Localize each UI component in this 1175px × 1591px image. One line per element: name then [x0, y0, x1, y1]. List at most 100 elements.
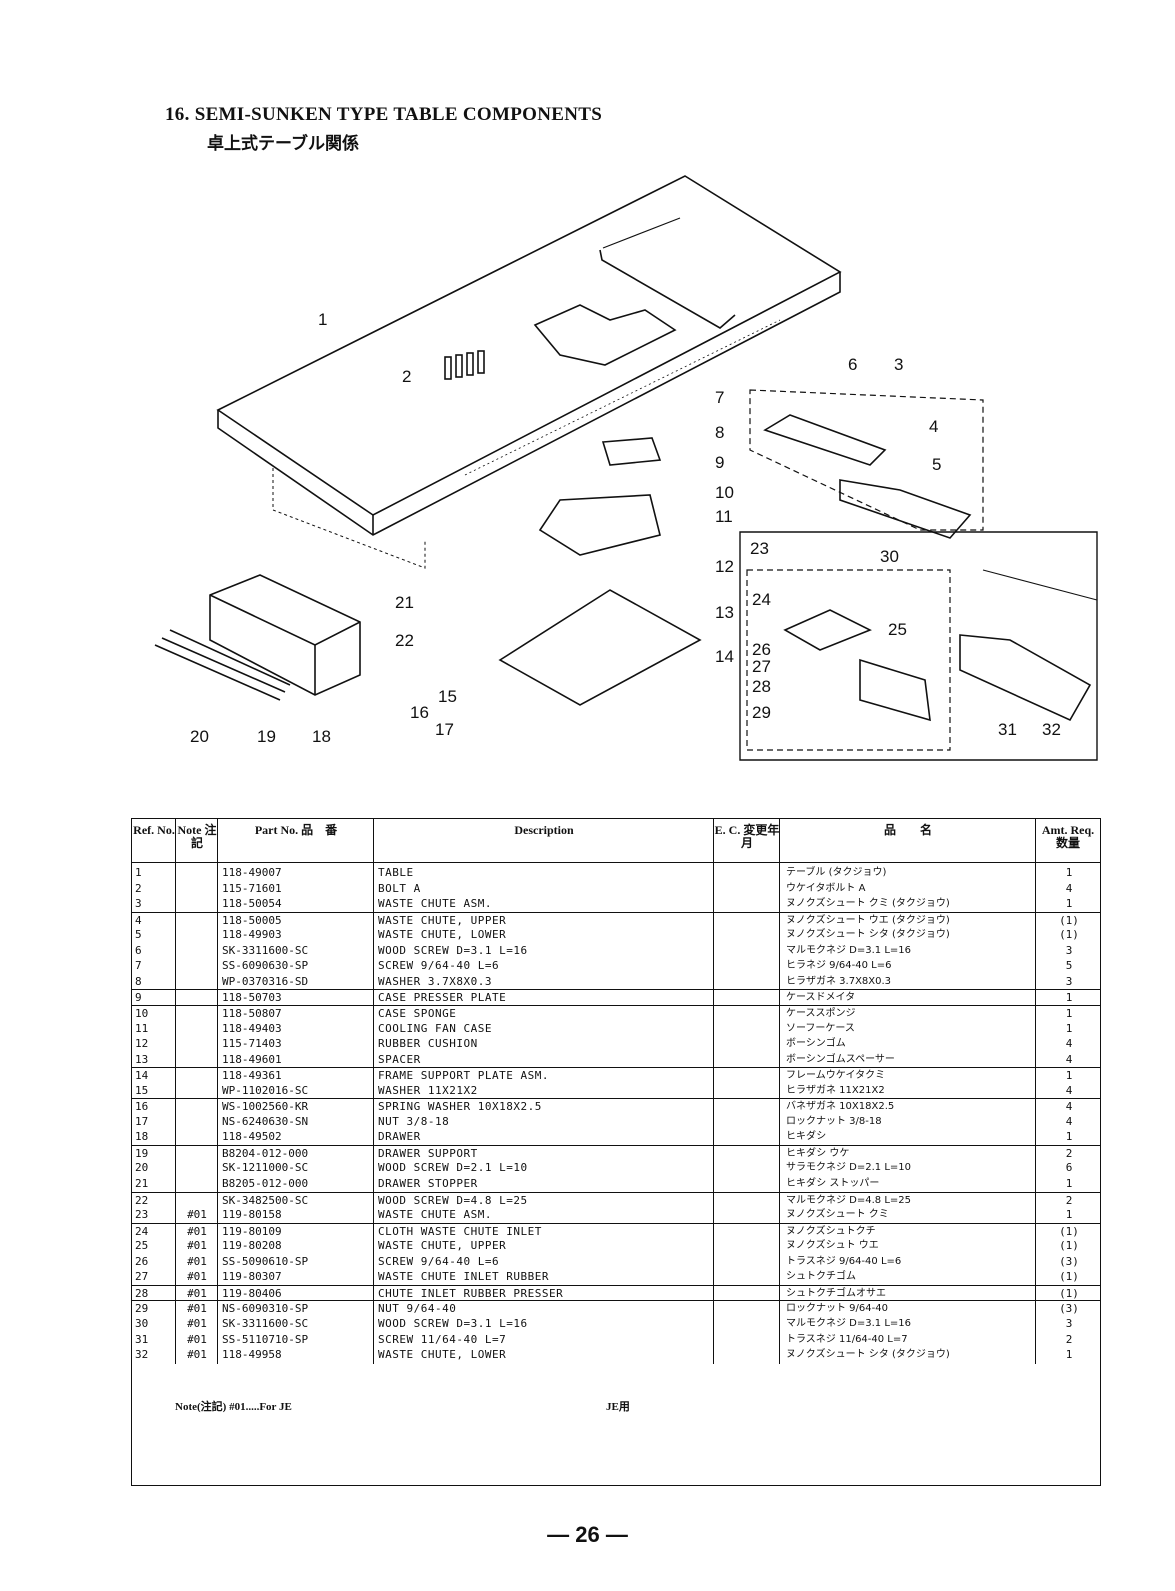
description-cell: WASHER 11X21X2: [378, 1083, 478, 1097]
description-cell: SPACER: [378, 1052, 421, 1066]
part-number-cell: SS-5090610-SP: [222, 1254, 309, 1268]
bolt-group: [444, 350, 485, 380]
amount-cell: 4: [1065, 1052, 1073, 1066]
japanese-name-cell: フレームウケイタクミ: [786, 1070, 886, 1082]
amount-cell: 3: [1065, 974, 1073, 988]
japanese-name-cell: トラスネジ 9/64-40 L=6: [786, 1255, 902, 1267]
page-title: 16. SEMI-SUNKEN TYPE TABLE COMPONENTS: [165, 104, 603, 125]
callout-18: 18: [312, 727, 331, 746]
description-cell: WASTE CHUTE, UPPER: [378, 1239, 507, 1253]
footnote: Note(注記) #01.....For JE: [175, 1401, 292, 1413]
drawer: [209, 574, 361, 696]
part-number-cell: 118-50703: [222, 991, 282, 1005]
part-number-cell: 115-71601: [222, 881, 282, 895]
part-number-cell: B8205-012-000: [222, 1177, 309, 1190]
japanese-name-cell: ヒラザガネ 11X21X2: [786, 1084, 885, 1096]
japanese-name-cell: マルモクネジ D=4.8 L=25: [786, 1194, 912, 1206]
amount-cell: (1): [1059, 1286, 1079, 1300]
description-cell: FRAME SUPPORT PLATE ASM.: [378, 1069, 549, 1083]
ref-cell: 16: [135, 1100, 149, 1114]
callout-17: 17: [435, 720, 454, 739]
header-japanese-name: 品 名: [780, 819, 1036, 863]
callout-31: 31: [998, 720, 1017, 739]
amount-cell: (1): [1059, 1239, 1079, 1253]
callout-23: 23: [750, 539, 769, 558]
callout-16: 16: [410, 703, 429, 722]
ref-cell: 28: [135, 1286, 149, 1300]
ref-cell: 26: [135, 1254, 149, 1268]
japanese-name-cell: ヌノクズシュトクチ: [786, 1225, 876, 1237]
amount-cell: (1): [1059, 928, 1079, 942]
part-number-cell: 118-49361: [222, 1069, 282, 1083]
ref-cell: 29: [135, 1302, 149, 1316]
amount-cell: 1: [1065, 1006, 1073, 1020]
part-number-cell: 119-80406: [222, 1286, 282, 1300]
amount-cell: 3: [1065, 943, 1073, 957]
part-number-cell: 118-50807: [222, 1006, 282, 1020]
description-cell: WOOD SCREW D=4.8 L=25: [378, 1193, 528, 1207]
part-number-cell: SK-1211000-SC: [222, 1161, 309, 1175]
ref-cell: 1: [135, 866, 142, 879]
amount-cell: (3): [1059, 1254, 1079, 1268]
japanese-name-cell: ヌノクズシュト ウエ: [786, 1240, 879, 1252]
description-cell: CHUTE INLET RUBBER PRESSER: [378, 1286, 564, 1300]
page-number: — 26 —: [547, 1522, 628, 1547]
description-cell: NUT 9/64-40: [378, 1302, 457, 1316]
description-cell: WASTE CHUTE, UPPER: [378, 913, 507, 927]
amount-cell: 6: [1065, 1161, 1073, 1175]
callout-25: 25: [888, 620, 907, 639]
part-number-cell: SK-3482500-SC: [222, 1193, 309, 1207]
part-number-cell: WP-1102016-SC: [222, 1083, 309, 1097]
table-top: [216, 175, 842, 516]
part-number-cell: 118-49403: [222, 1021, 282, 1035]
callout-28: 28: [752, 677, 771, 696]
callout-8: 8: [715, 423, 724, 442]
amount-cell: (1): [1059, 1270, 1079, 1284]
callout-9: 9: [715, 453, 724, 472]
description-cell: WOOD SCREW D=2.1 L=10: [378, 1161, 528, 1175]
ref-cell: 17: [135, 1114, 149, 1128]
note-cell: #01: [187, 1224, 207, 1238]
ref-cell: 13: [135, 1052, 149, 1066]
ref-cell: 5: [135, 928, 142, 942]
description-cell: NUT 3/8-18: [378, 1114, 450, 1128]
callout-1: 1: [318, 310, 327, 329]
part-number-cell: 118-49903: [222, 928, 282, 942]
japanese-name-cell: ヒラネジ 9/64-40 L=6: [786, 960, 892, 972]
japanese-name-cell: テーブル (タクジョウ): [786, 867, 887, 878]
description-cell: TABLE: [378, 866, 414, 879]
japanese-name-cell: ボーシンゴムスペーサー: [786, 1053, 895, 1065]
column-divider: [713, 819, 714, 1364]
japanese-name-cell: ヌノクズシュート シタ (タクジョウ): [786, 929, 950, 941]
callout-24: 24: [752, 590, 771, 609]
ref-cell: 8: [135, 974, 142, 988]
description-cell: SCREW 9/64-40 L=6: [378, 1254, 500, 1268]
callout-32: 32: [1042, 720, 1061, 739]
ref-cell: 20: [135, 1161, 149, 1175]
description-cell: WASHER 3.7X8X0.3: [378, 974, 492, 988]
ref-cell: 30: [135, 1316, 149, 1330]
note-cell: #01: [187, 1208, 207, 1222]
part-number-cell: 118-50005: [222, 913, 282, 927]
japanese-name-cell: ヒキダシ ストッパー: [786, 1178, 880, 1189]
amount-cell: 3: [1065, 1316, 1073, 1330]
amount-cell: 1: [1065, 1348, 1073, 1362]
description-cell: CLOTH WASTE CHUTE INLET: [378, 1224, 542, 1238]
ref-cell: 9: [135, 991, 142, 1005]
part-number-cell: 119-80109: [222, 1224, 282, 1238]
note-cell: #01: [187, 1270, 207, 1284]
part-number-cell: WS-1002560-KR: [222, 1100, 309, 1114]
